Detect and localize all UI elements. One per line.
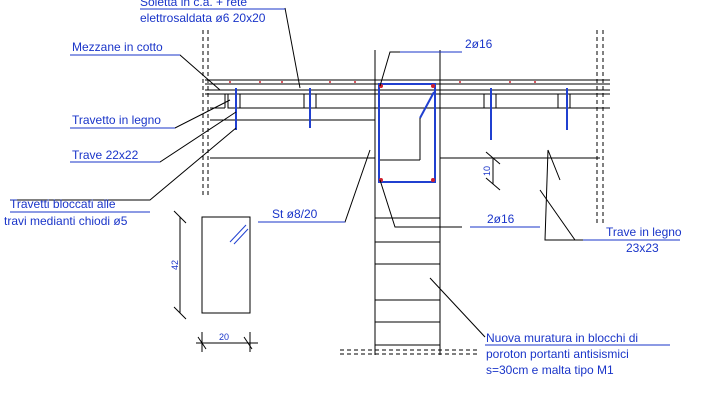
block-section — [201, 216, 251, 314]
label-travetti-line2: travi medianti chiodi ø5 — [4, 214, 128, 228]
connector-nails — [235, 88, 568, 140]
label-mezzane: Mezzane in cotto — [72, 40, 163, 54]
dim-42: 42 — [170, 260, 180, 270]
label-muratura-line2: poroton portanti antisismici — [486, 347, 629, 361]
right-wall-dashed — [596, 30, 604, 225]
label-trave-legno-line1: Trave in legno — [606, 225, 682, 239]
dimension-lines — [173, 151, 501, 352]
main-bars — [379, 84, 435, 182]
label-stirrup: St ø8/20 — [272, 207, 318, 221]
beam-lines — [210, 107, 600, 159]
label-underlines — [10, 8, 680, 346]
stirrup — [378, 83, 436, 183]
leader-lines — [10, 7, 680, 338]
concrete-beam — [374, 50, 441, 355]
label-soletta-line2: elettrosaldata ø6 20x20 — [140, 11, 266, 25]
base-dashed — [340, 349, 480, 355]
slab-mesh-dots — [229, 81, 536, 83]
label-trave-22: Trave 22x22 — [72, 148, 139, 162]
label-travetti-line1: Travetti bloccati alle — [10, 197, 116, 211]
label-soletta-line1: Soletta in c.a. + rete — [140, 0, 247, 9]
label-travetto: Travetto in legno — [72, 113, 161, 127]
label-muratura-line1: Nuova muratura in blocchi di — [486, 331, 638, 345]
dim-10: 10 — [482, 166, 492, 176]
dim-20: 20 — [219, 332, 229, 342]
masonry-blocks — [375, 217, 440, 346]
joists — [227, 93, 571, 109]
label-trave-legno-line2: 23x23 — [626, 241, 659, 255]
label-2o16-top: 2ø16 — [465, 37, 493, 51]
label-2o16-bottom: 2ø16 — [487, 212, 515, 226]
label-muratura-line3: s=30cm e malta tipo M1 — [486, 363, 614, 377]
